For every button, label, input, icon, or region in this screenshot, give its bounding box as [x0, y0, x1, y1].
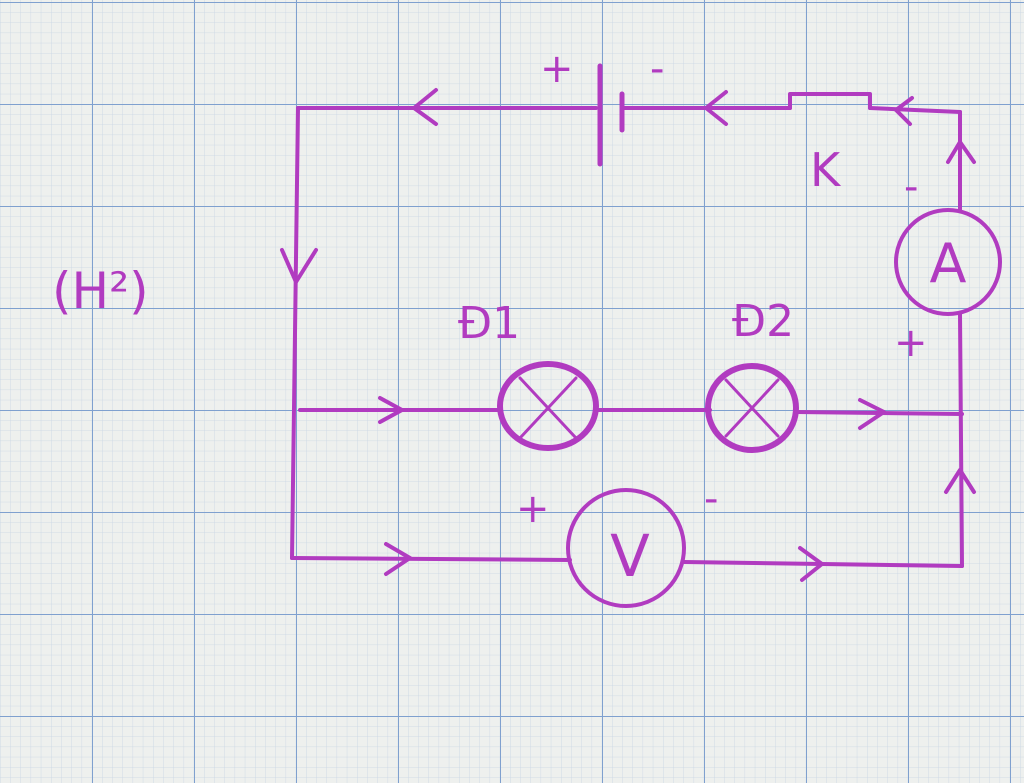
- lamp-d1: [497, 361, 599, 451]
- switch-k[interactable]: [788, 92, 872, 110]
- wire-bottom-left: [290, 556, 572, 562]
- text-labels: (H²) Đ1 Đ2 K A V + - - + + -: [52, 46, 967, 590]
- arrow-icon: [280, 248, 318, 284]
- arrow-icon: [378, 396, 404, 424]
- voltmeter-circle: [566, 488, 686, 608]
- arrow-icon: [704, 90, 728, 126]
- arrow-icon: [946, 140, 976, 164]
- arrow-icon: [798, 546, 824, 582]
- arrow-icon: [894, 96, 914, 126]
- switch-label: K: [810, 143, 842, 197]
- ammeter-circle: [894, 208, 1002, 316]
- ammeter: [894, 208, 1002, 316]
- lamp-d1-label: Đ1: [458, 298, 520, 349]
- lamp-d2: [705, 363, 799, 453]
- wire-right-bottom: [958, 312, 964, 568]
- wire-left: [290, 106, 300, 560]
- lamp-d2-label: Đ2: [732, 296, 794, 347]
- voltmeter-minus-sign: -: [704, 476, 718, 522]
- figure-label: (H²): [52, 262, 149, 320]
- arrow-icon: [858, 398, 886, 430]
- voltmeter-plus-sign: +: [516, 486, 550, 532]
- voltmeter: [566, 488, 686, 608]
- battery: [597, 63, 625, 167]
- lamp-d2-bulb: [705, 363, 799, 453]
- battery-plus-sign: +: [540, 46, 574, 92]
- ammeter-minus-sign: -: [904, 164, 918, 210]
- current-arrows: [280, 88, 976, 582]
- lamp-d1-cross: [518, 376, 578, 440]
- arrow-icon: [412, 88, 438, 126]
- voltmeter-label: V: [610, 522, 650, 590]
- wire-top-switch-right: [868, 106, 962, 114]
- ammeter-label: A: [930, 232, 967, 295]
- lamp-d1-bulb: [497, 361, 599, 451]
- arrow-icon: [384, 542, 412, 576]
- arrow-icon: [944, 468, 976, 494]
- battery-minus-sign: -: [650, 46, 664, 92]
- lamp-d2-cross: [724, 378, 780, 438]
- ammeter-plus-sign: +: [894, 320, 928, 366]
